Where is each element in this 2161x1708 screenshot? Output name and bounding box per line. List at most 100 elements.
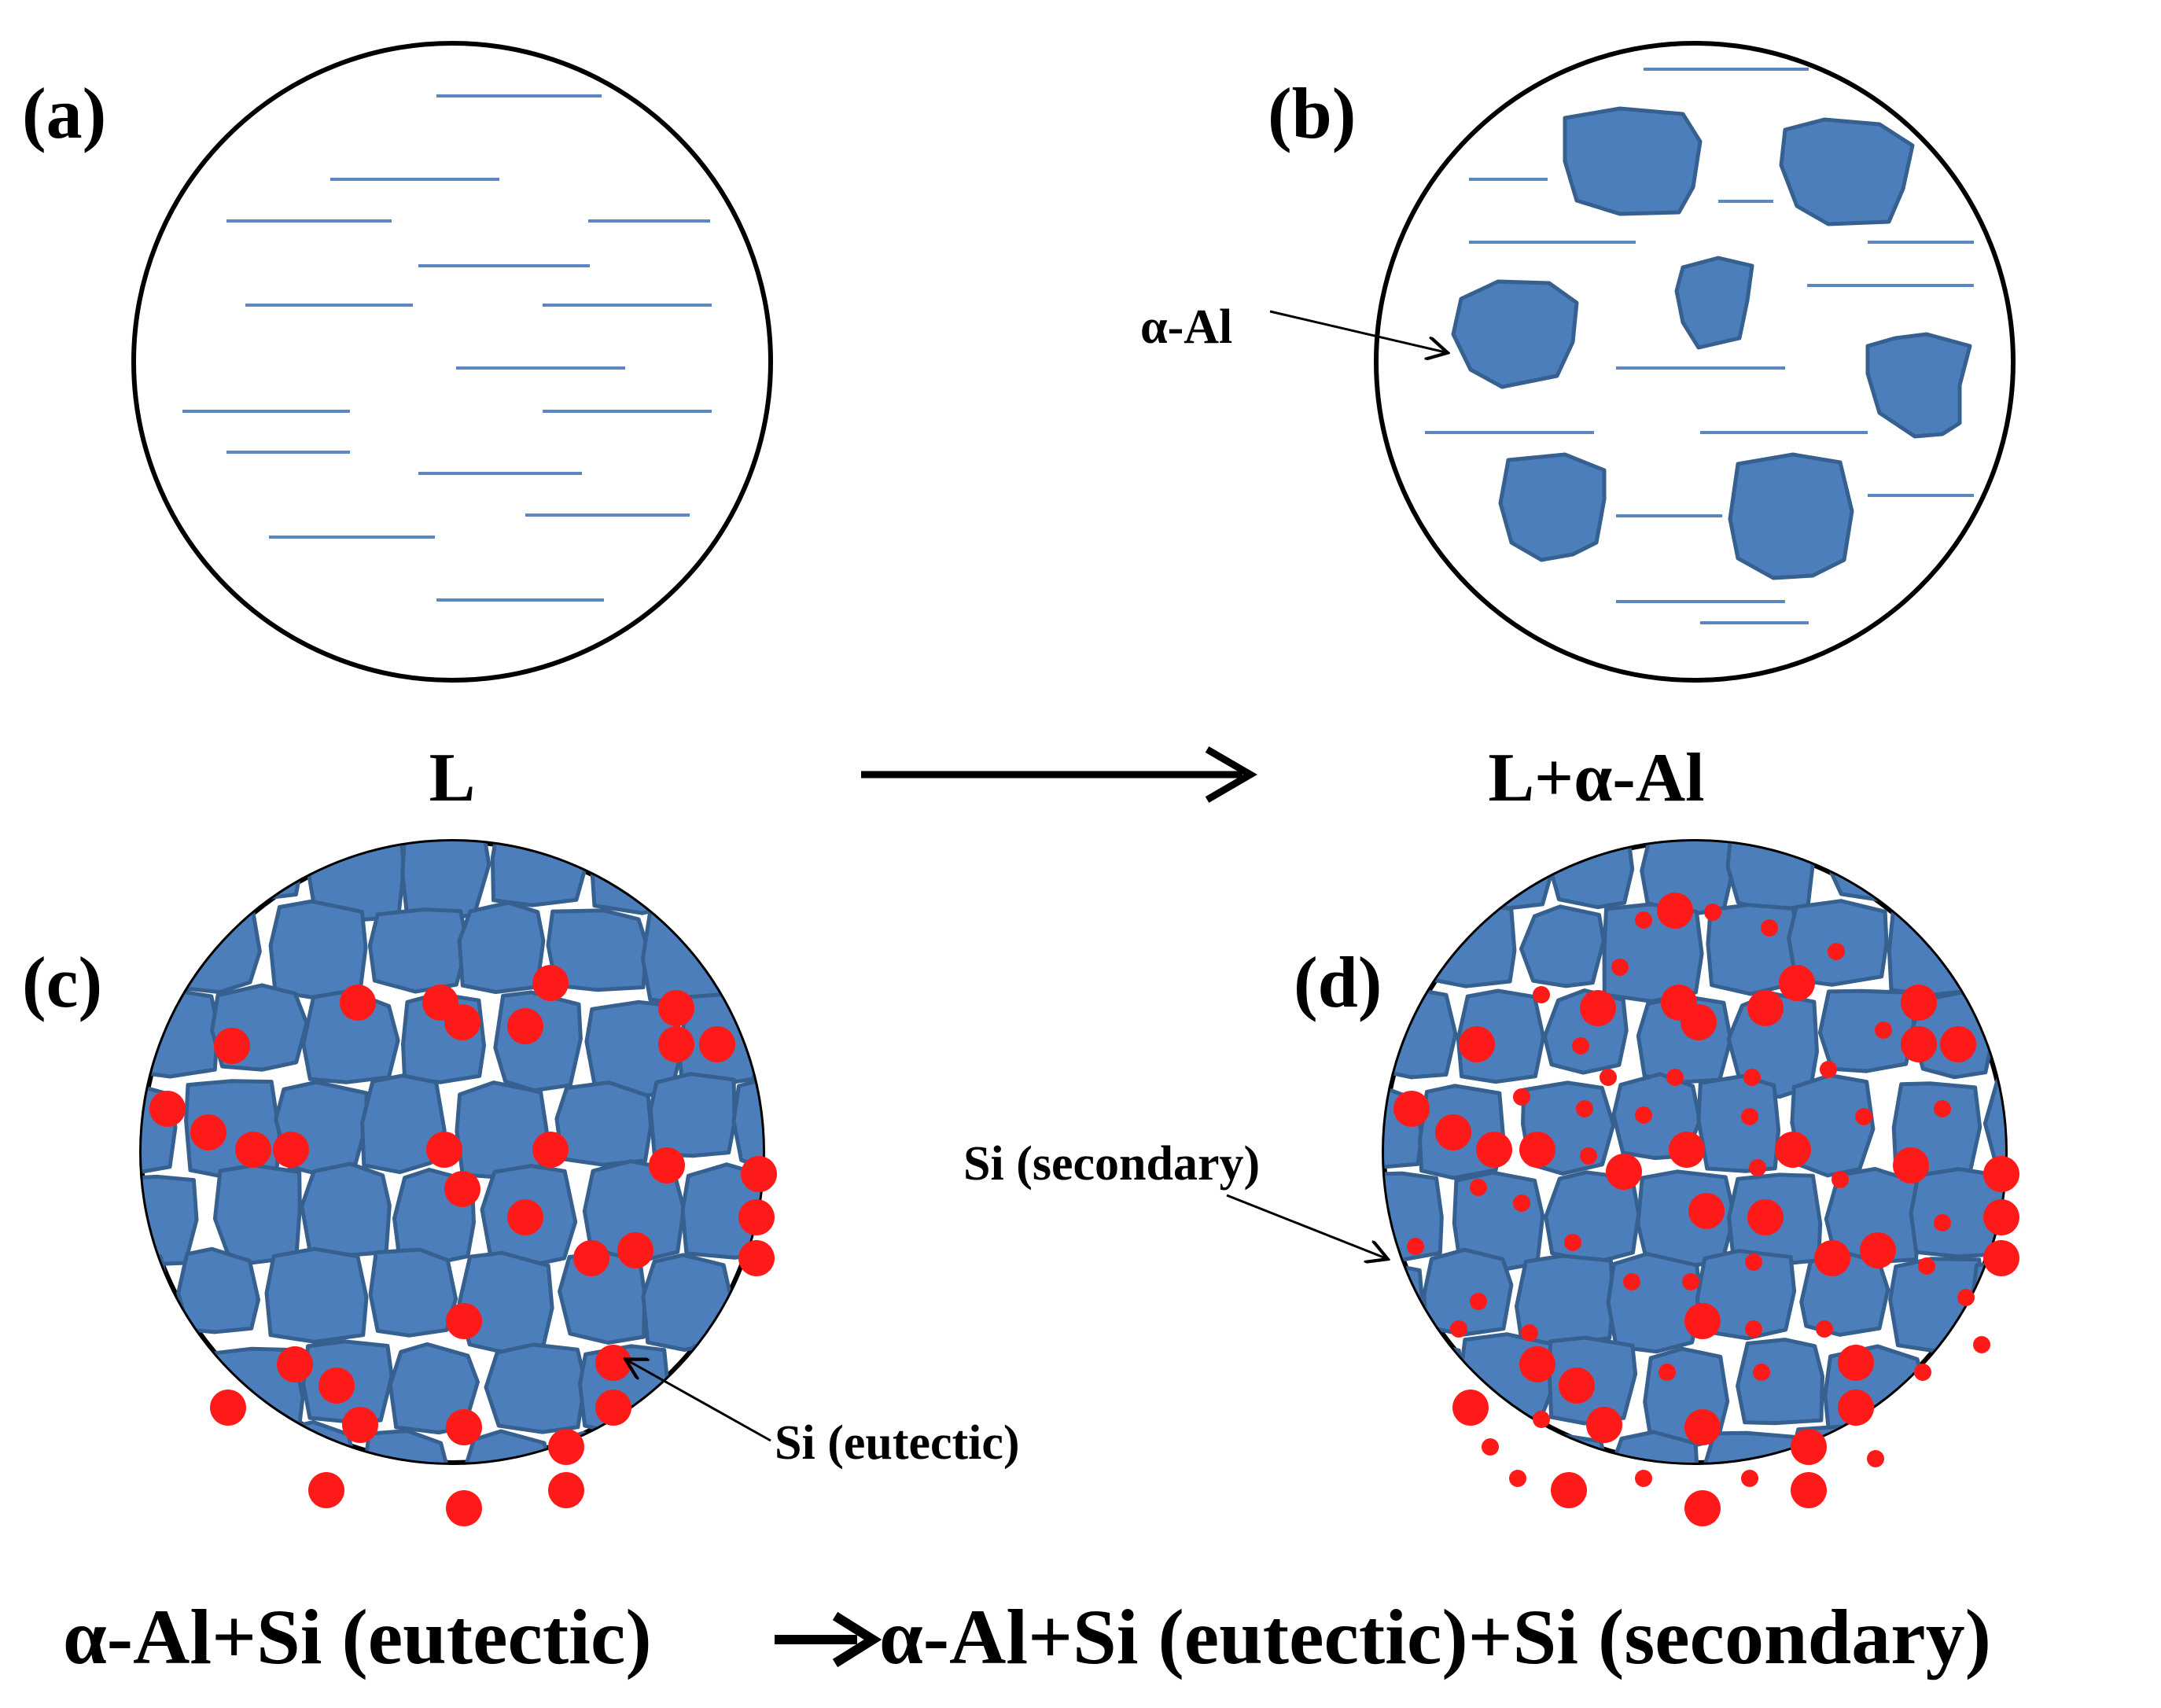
alpha-al-grain xyxy=(1879,1433,1970,1463)
secondary-si-particle xyxy=(1572,1037,1589,1055)
stage-liquid-plus-al-label: L+α-Al xyxy=(1488,740,1704,816)
alpha-al-grain xyxy=(772,992,860,1073)
eutectic-si-particle xyxy=(318,1368,355,1404)
alpha-al-grain xyxy=(490,841,588,907)
caption-left: α-Al+Si (eutectic) xyxy=(63,1593,652,1680)
alpha-al-grain xyxy=(554,1080,653,1167)
alpha-al-grain xyxy=(737,899,763,988)
eutectic-si-particle xyxy=(446,1409,482,1445)
panel-d-label: (d) xyxy=(1294,942,1382,1022)
alpha-al-grain xyxy=(2016,820,2100,907)
eutectic-si-particle xyxy=(342,1407,378,1443)
secondary-si-particle xyxy=(1875,1021,1892,1039)
eutectic-si-particle xyxy=(1586,1407,1622,1443)
eutectic-si-particle xyxy=(699,1026,735,1062)
eutectic-si-particle xyxy=(1476,1132,1512,1168)
alpha-al-grain xyxy=(2015,1163,2108,1249)
eutectic-si-particle xyxy=(1684,1303,1721,1339)
eutectic-si-particle xyxy=(1901,1026,1937,1062)
secondary-si-particle xyxy=(1521,1324,1538,1342)
eutectic-si-particle xyxy=(1775,1132,1811,1168)
panel-b-label: (b) xyxy=(1268,73,1356,153)
secondary-si-particle xyxy=(1957,1289,1975,1306)
secondary-si-particle xyxy=(1704,904,1721,921)
alpha-al-grain xyxy=(2011,995,2109,1084)
eutectic-si-particle xyxy=(1983,1199,2019,1235)
panel-d: (d) Si (secondary) xyxy=(963,820,2109,1526)
eutectic-si-particle xyxy=(446,1490,482,1526)
eutectic-si-particle xyxy=(532,1132,569,1168)
secondary-si-particle xyxy=(1741,1108,1758,1125)
panel-a: (a) xyxy=(22,41,773,683)
panel-d-eutectic-si xyxy=(1393,893,2019,1526)
eutectic-si-particle xyxy=(1669,1132,1705,1168)
eutectic-si-particle xyxy=(1435,1114,1471,1150)
eutectic-si-particle xyxy=(649,1147,685,1183)
eutectic-si-particle xyxy=(1779,965,1815,1001)
eutectic-si-particle xyxy=(308,1472,344,1508)
eutectic-si-particle xyxy=(1983,1240,2019,1276)
secondary-si-particle xyxy=(1623,1273,1640,1290)
alpha-al-pointer-arrow xyxy=(1269,310,1445,352)
secondary-si-particle xyxy=(1658,1364,1676,1381)
alpha-al-grain xyxy=(641,1253,734,1352)
secondary-si-particle xyxy=(1600,1069,1617,1086)
eutectic-si-particle xyxy=(595,1390,631,1426)
eutectic-si-particle xyxy=(1791,1429,1827,1465)
secondary-si-particle xyxy=(1611,959,1629,976)
panel-b: (b) α-Al xyxy=(1140,41,2016,683)
eutectic-si-particle xyxy=(149,1091,186,1127)
eutectic-si-particle xyxy=(573,1240,609,1276)
eutectic-si-particle xyxy=(507,1199,543,1235)
secondary-si-particle xyxy=(1682,1273,1699,1290)
eutectic-si-particle xyxy=(738,1240,775,1276)
secondary-si-particle xyxy=(1918,1257,1935,1275)
eutectic-si-particle xyxy=(1452,1390,1489,1426)
alpha-al-grain xyxy=(455,1080,549,1180)
stage-transition-arrowhead xyxy=(1205,746,1257,803)
si-secondary-pointer-arrow xyxy=(1226,1194,1386,1258)
eutectic-si-particle xyxy=(1940,1026,1976,1062)
secondary-si-particle xyxy=(1761,919,1778,937)
alpha-al-grain xyxy=(1546,841,1635,910)
secondary-si-particle xyxy=(1816,1320,1833,1338)
secondary-si-particle xyxy=(1580,1147,1597,1165)
eutectic-si-particle xyxy=(595,1345,631,1381)
secondary-si-particle xyxy=(1753,1364,1770,1381)
alpha-al-grain xyxy=(1787,899,1889,987)
eutectic-si-particle xyxy=(1580,990,1616,1026)
eutectic-si-particle xyxy=(1681,1004,1717,1040)
eutectic-si-particle xyxy=(1747,1199,1784,1235)
panel-c-label: (c) xyxy=(22,942,102,1022)
alpha-al-grain xyxy=(212,1163,302,1265)
alpha-al-grain xyxy=(1826,841,1924,902)
eutectic-si-particle xyxy=(1606,1154,1642,1190)
secondary-si-particle xyxy=(1745,1320,1762,1338)
panel-d-secondary-si xyxy=(1407,904,1990,1487)
secondary-si-particle xyxy=(1533,986,1550,1003)
alpha-al-grain xyxy=(1423,1430,1520,1463)
alpha-al-grain xyxy=(1924,1345,2005,1437)
secondary-si-particle xyxy=(1741,1470,1758,1487)
secondary-si-particle xyxy=(1745,1253,1762,1271)
alpha-al-grain xyxy=(1982,1074,2005,1172)
alpha-al-grain xyxy=(1606,1252,1703,1354)
eutectic-si-particle xyxy=(1657,893,1693,929)
panel-a-liquid-lines xyxy=(182,94,712,602)
panel-c: (c) Si (eutectic) xyxy=(22,811,1020,1526)
alpha-al-grain xyxy=(1817,988,1916,1073)
alpha-al-grain xyxy=(1910,841,2002,917)
alpha-al-grain xyxy=(731,1076,763,1173)
alpha-al-annotation: α-Al xyxy=(1140,300,1232,354)
si-eutectic-annotation: Si (eutectic) xyxy=(775,1416,1020,1470)
secondary-si-particle xyxy=(1482,1438,1499,1456)
eutectic-si-particle xyxy=(532,965,569,1001)
alpha-al-grain xyxy=(142,841,204,906)
eutectic-si-particle xyxy=(1559,1368,1595,1404)
alpha-al-grain xyxy=(268,899,368,1001)
alpha-al-grain xyxy=(775,811,872,896)
eutectic-si-particle xyxy=(1551,1472,1587,1508)
alpha-al-grain xyxy=(1459,841,1558,911)
alpha-al-grain xyxy=(648,1072,737,1158)
alpha-al-grain xyxy=(142,1340,213,1429)
